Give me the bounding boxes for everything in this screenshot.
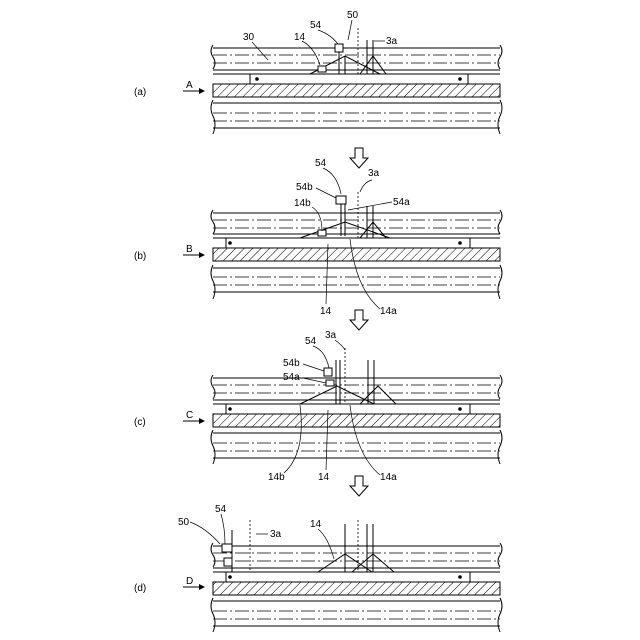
ref-14b-b: 14b	[294, 198, 311, 209]
track-a	[211, 45, 502, 134]
down-arrow-icon	[350, 148, 368, 168]
ref-3a-d: 3a	[270, 529, 282, 540]
ref-3a-a: 3a	[386, 36, 398, 47]
ref-54-c: 54	[305, 336, 317, 347]
track-b	[211, 210, 502, 299]
frame-member-a	[310, 28, 386, 74]
hatched-floor-d	[213, 582, 500, 595]
arrow-letter-a: A	[186, 80, 193, 91]
frame-member-b	[300, 192, 390, 238]
ref-14-b: 14	[320, 306, 332, 317]
panel-d: (d) D 50 54 3a 14	[134, 504, 502, 632]
ref-54-d: 54	[215, 504, 227, 515]
ref-14b-c: 14b	[268, 472, 285, 483]
ref-54-b: 54	[315, 158, 327, 169]
panel-c: (c) C 54 3a 54b 54a 14b 14 14a	[134, 330, 502, 483]
ref-50-a: 50	[347, 10, 359, 21]
ref-54-a: 54	[310, 20, 322, 31]
arrow-letter-b: B	[186, 244, 193, 255]
panel-label-c: (c)	[134, 417, 146, 428]
down-arrow-icon	[350, 310, 368, 330]
ref-14-a: 14	[294, 32, 306, 43]
track-c	[211, 375, 502, 464]
down-arrow-icon	[350, 476, 368, 496]
panel-label-b: (b)	[134, 251, 146, 262]
ref-14-c: 14	[318, 472, 330, 483]
ref-54b-c: 54b	[283, 358, 300, 369]
ref-14a-b: 14a	[380, 306, 397, 317]
ref-14-d: 14	[310, 519, 322, 530]
base-plate-b	[226, 238, 470, 248]
base-plate-d	[226, 572, 470, 582]
ref-3a-c: 3a	[325, 330, 337, 341]
ref-3a-b: 3a	[368, 168, 380, 179]
track-d	[211, 543, 502, 632]
ref-54a-b: 54a	[393, 197, 410, 208]
base-plate-a	[250, 74, 468, 84]
ref-50-d: 50	[178, 517, 190, 528]
ref-14a-c: 14a	[380, 472, 397, 483]
hatched-floor-a	[213, 84, 500, 97]
hatched-floor-c	[213, 414, 500, 427]
base-plate-c	[226, 404, 470, 414]
frame-member-c	[300, 348, 396, 404]
panel-label-a: (a)	[134, 87, 146, 98]
arrow-letter-d: D	[186, 576, 193, 587]
panel-a: (a) A 30 14 54 50 3a	[134, 10, 502, 134]
arrow-letter-c: C	[186, 410, 193, 421]
ref-30-a: 30	[243, 32, 255, 43]
panel-b: (b) B 54 54b 14b 3a 54a 14 14a	[134, 158, 502, 317]
panel-label-d: (d)	[134, 583, 146, 594]
ref-54a-c: 54a	[283, 372, 300, 383]
hatched-floor-b	[213, 248, 500, 261]
ref-54b-b: 54b	[296, 182, 313, 193]
